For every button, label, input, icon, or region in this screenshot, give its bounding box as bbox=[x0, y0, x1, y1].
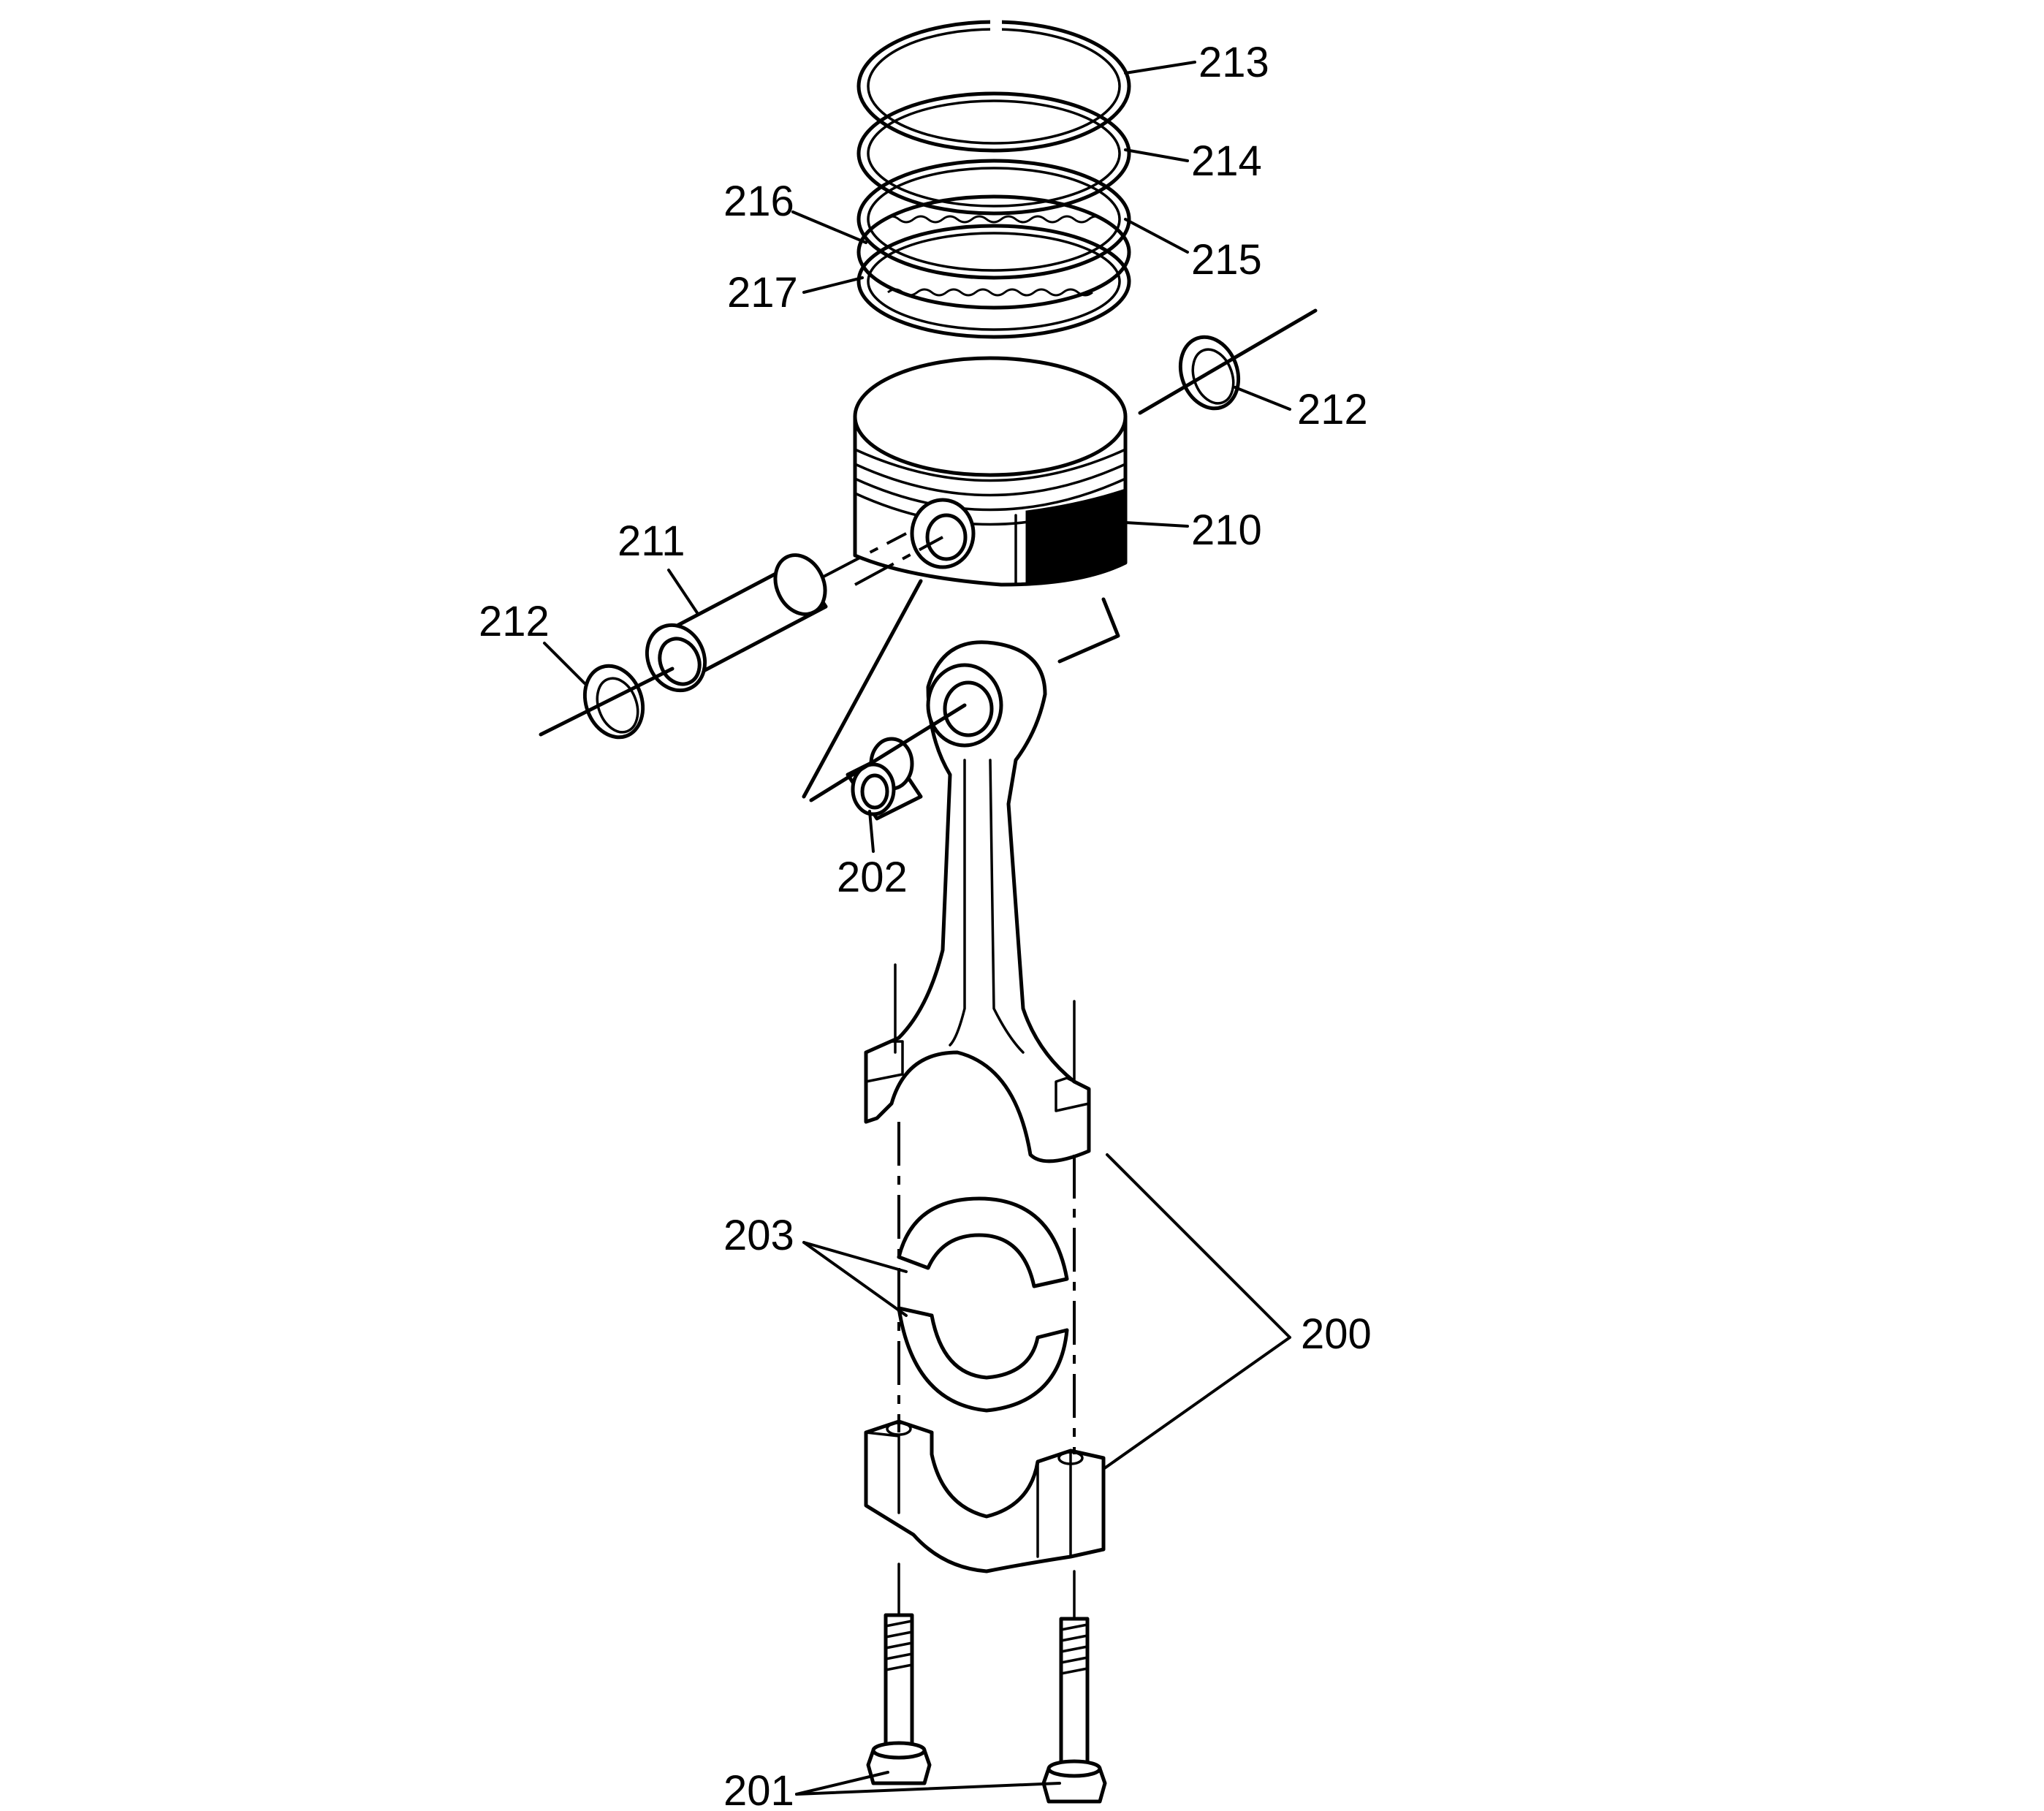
callout-202: 202 bbox=[837, 854, 908, 901]
rod-bolt-201-right bbox=[1041, 1617, 1107, 1804]
callout-216: 216 bbox=[723, 178, 794, 225]
callout-212-right: 212 bbox=[1297, 386, 1368, 433]
piston-ring-216-oil-rail bbox=[856, 194, 1131, 310]
callout-215: 215 bbox=[1191, 236, 1262, 284]
piston-ring-213 bbox=[856, 15, 1131, 153]
connecting-rod-cap bbox=[864, 1419, 1106, 1573]
callout-211: 211 bbox=[618, 517, 685, 565]
rod-bearing-203-lower bbox=[897, 1306, 1069, 1413]
callout-201: 201 bbox=[723, 1767, 794, 1811]
piston-ring-215-oil-expander bbox=[856, 159, 1131, 280]
bushing-to-piston-line bbox=[802, 579, 923, 799]
callout-214: 214 bbox=[1191, 137, 1262, 185]
pin-retainer-212-right bbox=[1178, 335, 1241, 411]
piston-210 bbox=[853, 356, 1128, 587]
leader-lines bbox=[543, 61, 1291, 1796]
rod-bolt-201-left bbox=[866, 1613, 932, 1785]
callout-210: 210 bbox=[1191, 506, 1262, 554]
piston-ring-214 bbox=[856, 91, 1131, 216]
pin-bushing-202 bbox=[846, 737, 923, 821]
callout-213: 213 bbox=[1198, 39, 1269, 86]
callout-200: 200 bbox=[1301, 1310, 1372, 1358]
callout-212-left: 212 bbox=[479, 598, 550, 645]
callout-203: 203 bbox=[723, 1212, 794, 1259]
pin-retainer-212-left bbox=[582, 664, 645, 740]
piston-ring-217-oil-rail bbox=[856, 224, 1131, 339]
pin-axis-line-left bbox=[854, 536, 943, 586]
retainer-axis-line bbox=[539, 667, 675, 737]
rod-to-piston-line bbox=[1057, 597, 1120, 664]
piston-pin-211 bbox=[645, 553, 828, 693]
connecting-rod-200 bbox=[864, 640, 1091, 1163]
bushing-axis-line bbox=[809, 703, 967, 802]
pin-axis-dash bbox=[821, 532, 907, 579]
callout-217: 217 bbox=[727, 269, 798, 316]
rod-bearing-203-upper bbox=[897, 1196, 1069, 1288]
